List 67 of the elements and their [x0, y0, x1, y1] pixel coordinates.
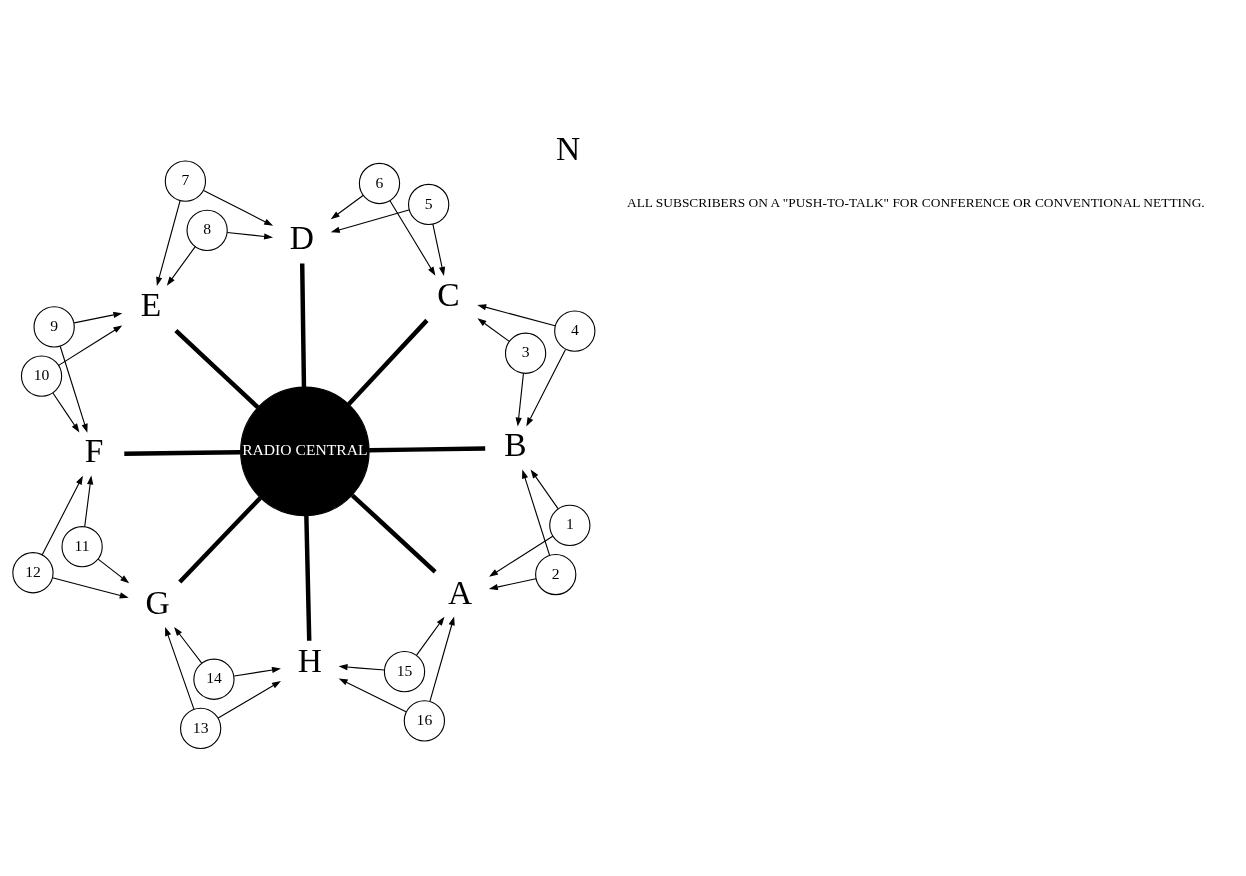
arrow	[489, 535, 554, 577]
node-text: G	[145, 583, 170, 621]
arrow	[416, 616, 445, 656]
arrow	[515, 372, 524, 427]
node-circle: 15	[383, 650, 426, 692]
node-circle: 2	[535, 553, 577, 595]
connector	[174, 328, 260, 409]
label: ALL SUBSCRIBERS ON A "PUSH-TO-TALK" FOR CONFERENCE OR CONVENTIONAL NETTING.	[626, 194, 1205, 210]
arrow	[429, 615, 455, 702]
arrow	[330, 209, 410, 233]
node-circle: 1	[549, 504, 591, 546]
arrow	[73, 311, 123, 323]
arrow	[338, 677, 407, 712]
arrow	[477, 303, 556, 326]
connector	[350, 493, 437, 574]
connector	[304, 515, 312, 641]
node-circle: 11	[61, 525, 103, 567]
node-text: B	[504, 425, 527, 463]
arrow	[526, 348, 567, 426]
node-circle: 4	[554, 309, 596, 352]
arrow	[59, 345, 88, 433]
node-circle: 6	[358, 162, 401, 204]
node-circle: 12	[12, 551, 54, 593]
arrow	[522, 469, 551, 556]
arrow	[156, 199, 181, 286]
arrow	[226, 231, 274, 240]
arrow	[233, 666, 281, 677]
arrow	[488, 577, 537, 590]
arrow	[166, 245, 196, 286]
arrow	[41, 475, 83, 555]
node-circle: 10	[20, 354, 63, 397]
arrow	[58, 324, 123, 366]
node-circle: 9	[33, 305, 75, 348]
arrow	[203, 189, 274, 226]
arrow	[330, 194, 364, 219]
node-circle: 5	[408, 183, 450, 225]
arrow	[84, 474, 94, 527]
connector	[369, 445, 486, 453]
connector	[124, 449, 241, 456]
arrow	[165, 626, 195, 710]
node-circle: RADIO CENTRAL	[240, 386, 370, 516]
arrow	[97, 558, 130, 583]
node-text: E	[140, 285, 162, 323]
arrow	[530, 468, 559, 509]
arrow	[389, 199, 436, 276]
arrow	[477, 317, 510, 342]
node-circle: 8	[186, 209, 228, 251]
label: N	[556, 129, 581, 167]
arrow	[51, 576, 129, 598]
arrow	[52, 391, 80, 432]
arrow	[338, 663, 385, 671]
arrow	[432, 223, 446, 276]
node-text: D	[289, 218, 314, 256]
node-circle: 14	[193, 658, 235, 700]
arrow	[174, 626, 203, 664]
node-text: H	[297, 641, 322, 679]
node-circle: 7	[164, 160, 207, 202]
connector	[299, 262, 307, 387]
node-circle: 3	[504, 332, 547, 374]
node-circle: 13	[180, 707, 222, 749]
node-text: F	[84, 432, 104, 469]
node-text: C	[437, 275, 460, 313]
connector	[347, 318, 429, 406]
arrow	[217, 680, 281, 719]
connector	[178, 495, 262, 583]
node-circle: 16	[403, 699, 446, 741]
node-text: A	[448, 573, 473, 610]
